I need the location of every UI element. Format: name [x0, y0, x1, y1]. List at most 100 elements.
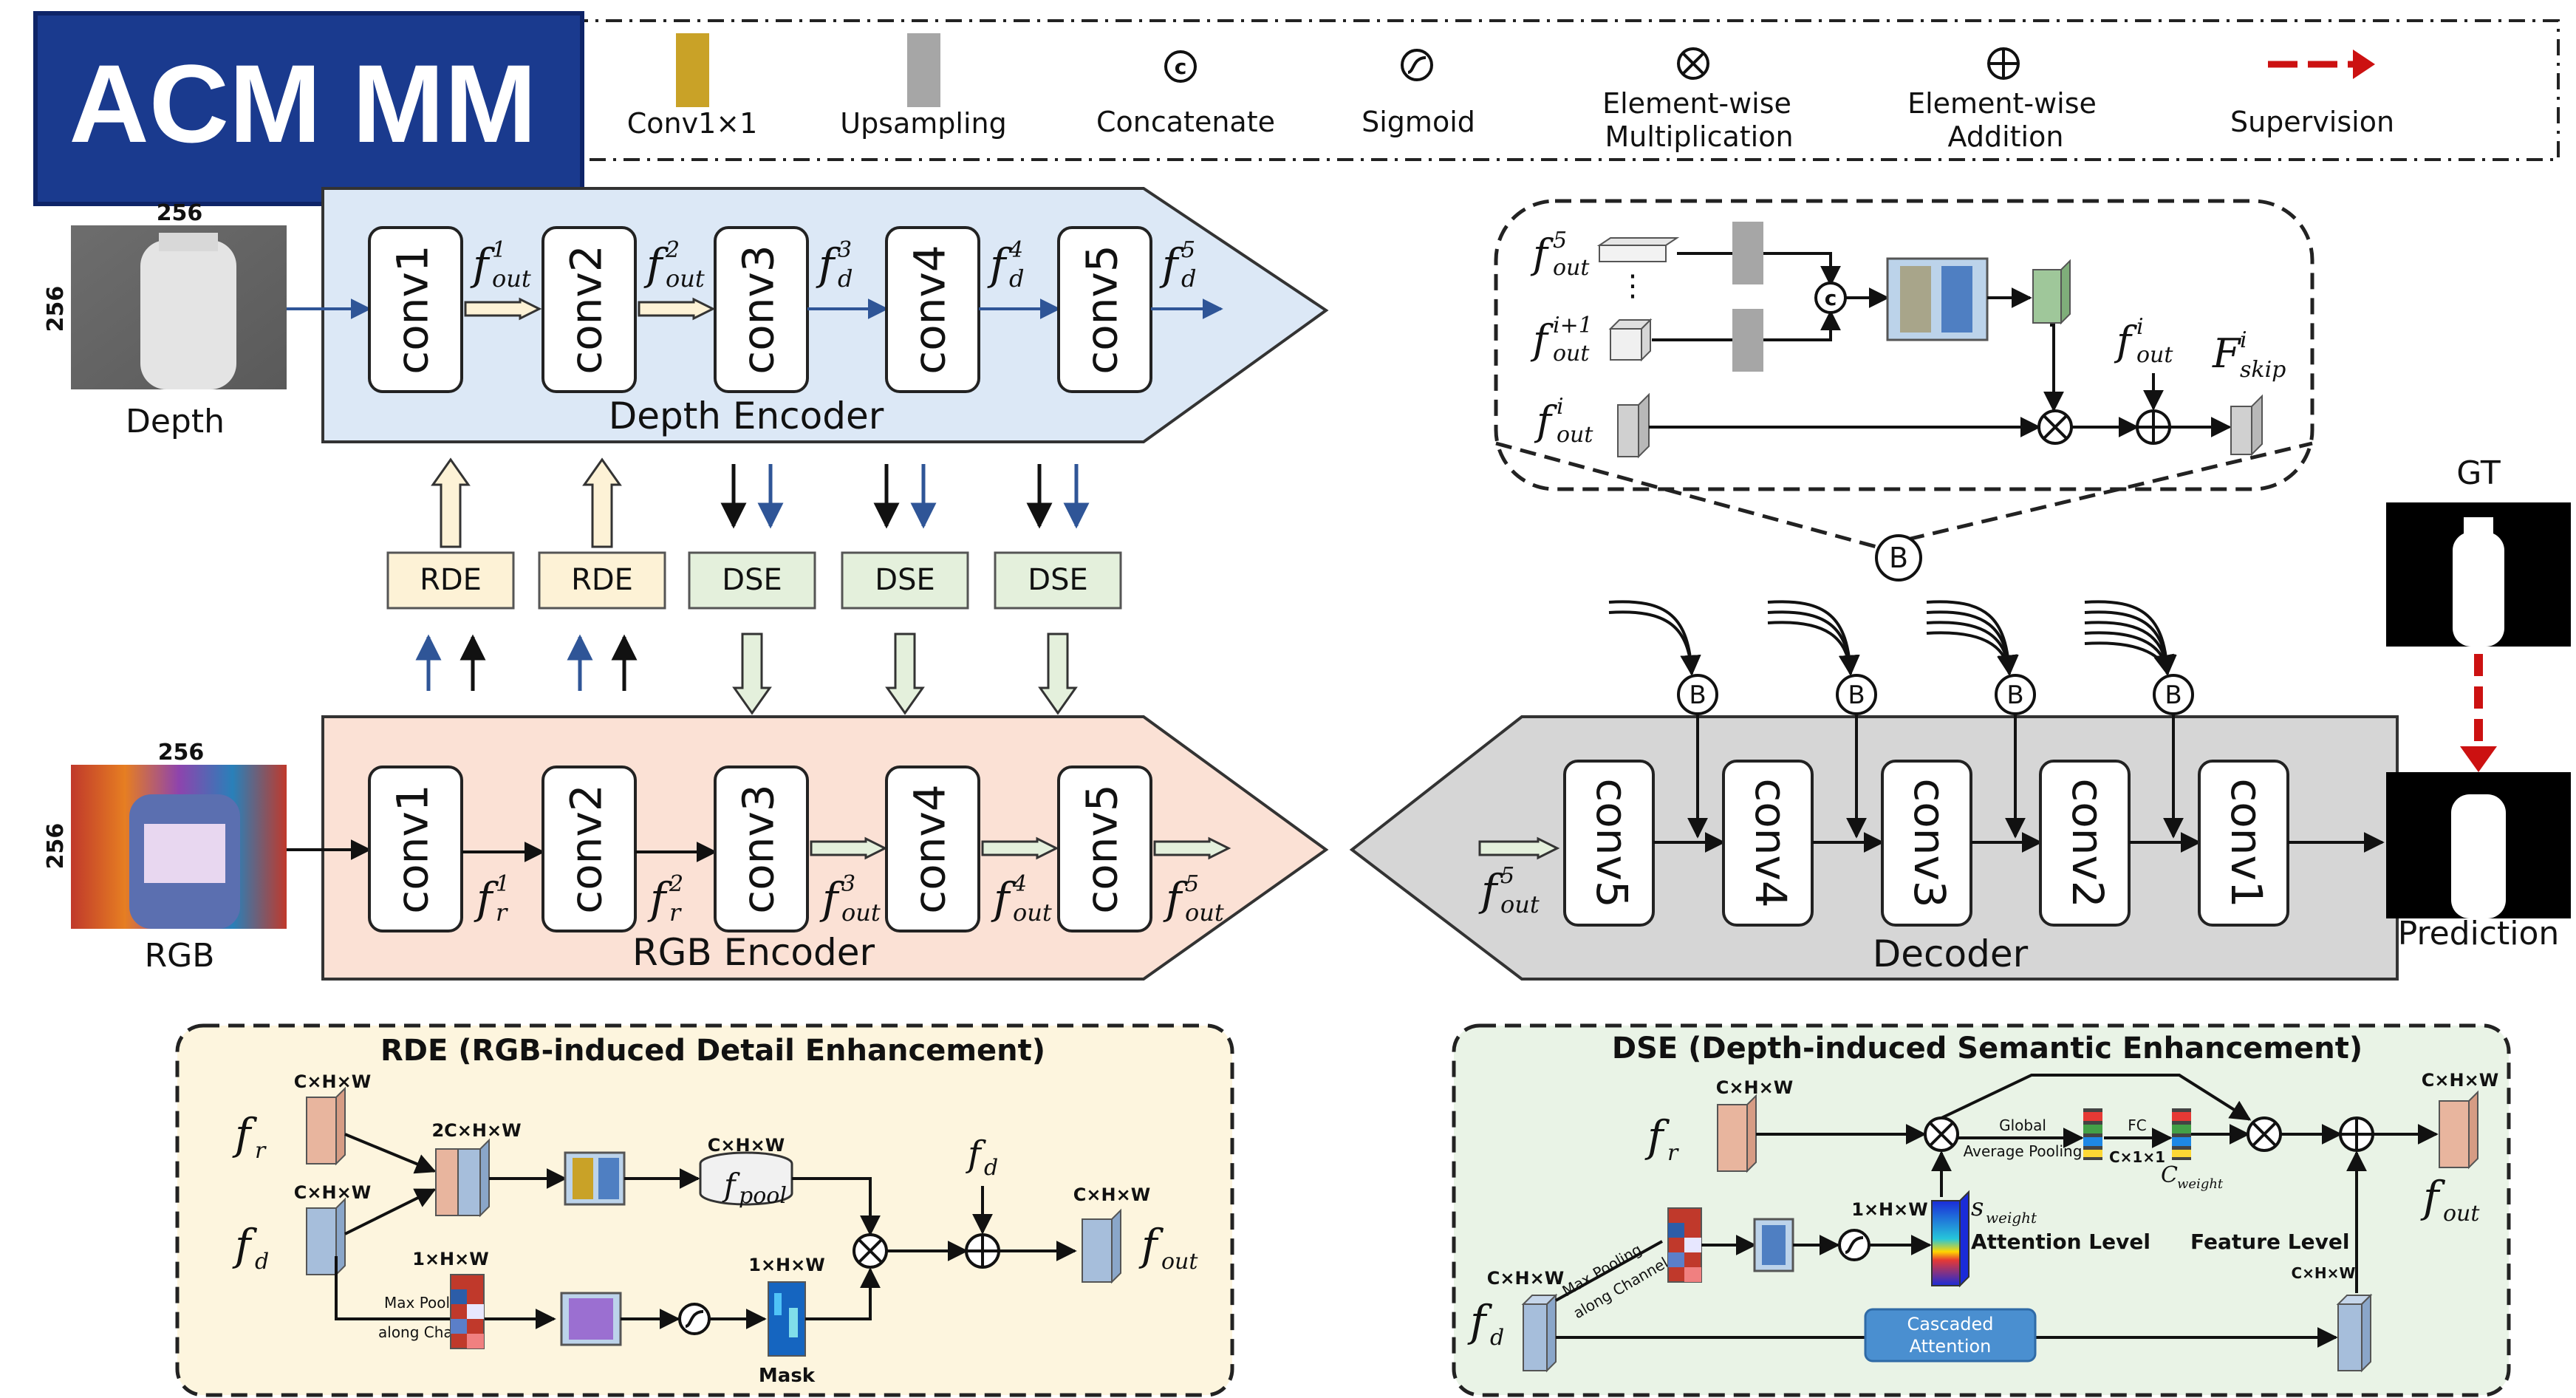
depth-size-top: 256	[157, 200, 203, 226]
decoder-conv3-label: conv3	[1904, 778, 1955, 907]
rgb-conv2-label: conv2	[561, 784, 612, 913]
decoder-b-label-2: B	[1848, 681, 1865, 710]
bblock-f5: f	[1530, 231, 1554, 277]
dse-dim-out: C×H×W	[2422, 1070, 2498, 1091]
rde-dim-out: C×H×W	[1073, 1184, 1150, 1205]
bblock-fi-out-top-sup: i	[2136, 314, 2144, 340]
depth-forward-arrow-2	[638, 297, 716, 321]
depth-conv2-label: conv2	[561, 245, 612, 374]
legend-supervision-label: Supervision	[2230, 106, 2394, 138]
bblock-fi-out-top-sub: out	[2136, 342, 2173, 368]
dse-down-arrow-5	[1038, 632, 1078, 715]
module-rde-2-label: RDE	[571, 563, 633, 597]
dse-global-2: Average Pooling	[1964, 1142, 2083, 1160]
badge-text: ACM MM	[69, 41, 536, 166]
bblock-fi: f	[1534, 398, 1557, 444]
dse-detail: DSE (Depth-induced Semantic Enhancement)…	[1452, 1023, 2511, 1397]
rde-frame	[175, 1023, 1234, 1397]
rgb-conv4-block	[885, 766, 980, 932]
rgb-size-left: 256	[43, 823, 69, 870]
rde-fr-sub: r	[255, 1138, 267, 1164]
bblock-skip-sub: skip	[2240, 357, 2286, 383]
legend-multiplication-label-1: Element-wise	[1602, 87, 1791, 120]
decoder-conv4-label: conv4	[1746, 778, 1796, 907]
rde-mask-label: Mask	[759, 1365, 816, 1387]
depth-conv1-label: conv1	[388, 245, 438, 374]
dse-down-arrow-3	[732, 632, 772, 715]
rgb-conv5-label: conv5	[1077, 784, 1127, 913]
bblock-skip-label: F	[2212, 330, 2242, 377]
depth-feature-3-sub: d	[838, 265, 853, 293]
dse-heat-map	[1667, 1207, 1702, 1283]
rde-heat-map	[450, 1274, 485, 1349]
rgb-conv3-block	[714, 766, 809, 932]
decoder-input-feature-sup: 5	[1500, 863, 1514, 889]
rgb-conv2-block	[541, 766, 637, 932]
dse-global-1: Global	[1999, 1116, 2046, 1134]
legend-multiplication-icon	[1677, 47, 1709, 80]
dse-dim-casc: C×H×W	[2292, 1264, 2356, 1282]
rde-pool-cylinder	[699, 1151, 793, 1206]
rde-fd-sub: d	[255, 1249, 269, 1275]
module-dse-3	[688, 551, 816, 610]
rde-detail: RDE (RGB-induced Detail Enhancement) f r…	[175, 1023, 1234, 1397]
bblock-upsample-2	[1732, 309, 1763, 372]
module-rde-1	[386, 551, 515, 610]
rde-dim-1hw: 1×H×W	[412, 1249, 488, 1269]
dse-dim-fd: C×H×W	[1487, 1268, 1564, 1289]
dse-dim-fr: C×H×W	[1716, 1077, 1793, 1098]
dse-dim-1hw: 1×H×W	[1851, 1199, 1927, 1220]
rde-sigmoid	[678, 1303, 711, 1335]
depth-feature-4-sup: 4	[1008, 237, 1023, 263]
bblock-skip-cube	[2230, 406, 2252, 455]
dse-out-cube	[2439, 1100, 2470, 1168]
bblock-fi1-sub: out	[1553, 341, 1590, 366]
decoder-b-label-4: B	[2165, 681, 2182, 710]
rgb-size-top: 256	[158, 740, 205, 766]
bblock-fi-cube	[1617, 404, 1639, 457]
legend-sigmoid-label: Sigmoid	[1362, 106, 1475, 138]
rgb-forward-arrow-5	[1153, 836, 1231, 860]
module-dse-4-label: DSE	[875, 563, 935, 597]
rgb-forward-arrow-4	[981, 836, 1059, 860]
rgb-encoder-title: RGB Encoder	[632, 931, 875, 974]
depth-encoder-title: Depth Encoder	[609, 395, 884, 437]
rde-up-arrow-2	[582, 457, 622, 548]
legend-addition-label-1: Element-wise	[1907, 87, 2097, 120]
dse-cascaded-2: Attention	[1910, 1336, 1992, 1357]
legend-addition-icon	[1987, 47, 2020, 80]
rde-mask	[768, 1281, 806, 1357]
rde-dim-1: C×H×W	[294, 1071, 371, 1092]
legend-sigmoid-icon	[1401, 49, 1433, 81]
rde-fout-sub: out	[1161, 1249, 1198, 1275]
dse-title: DSE (Depth-induced Semantic Enhancement)	[1612, 1032, 2363, 1065]
dse-feature-level: Feature Level	[2190, 1230, 2349, 1254]
rgb-feature-2-sub: r	[669, 899, 682, 927]
bblock-dots: ⋮	[1618, 269, 1647, 303]
rde-title: RDE (RGB-induced Detail Enhancement)	[380, 1034, 1045, 1068]
legend-multiplication-label-2: Multiplication	[1605, 120, 1793, 153]
dse-fc: FC	[2128, 1116, 2146, 1134]
bblock-fi1-cube	[1610, 328, 1642, 361]
legend-concatenate-icon	[1164, 50, 1197, 83]
dse-cascaded-1: Cascaded	[1907, 1314, 1993, 1334]
dse-down-arrow-4	[885, 632, 925, 715]
decoder-conv5-label: conv5	[1587, 778, 1637, 907]
bblock-f5-sup: 5	[1553, 228, 1567, 253]
rgb-feature-1-sub: r	[496, 899, 508, 927]
decoder-b-label-1: B	[1689, 681, 1706, 710]
module-dse-4	[841, 551, 969, 610]
module-rde-1-label: RDE	[420, 563, 482, 597]
